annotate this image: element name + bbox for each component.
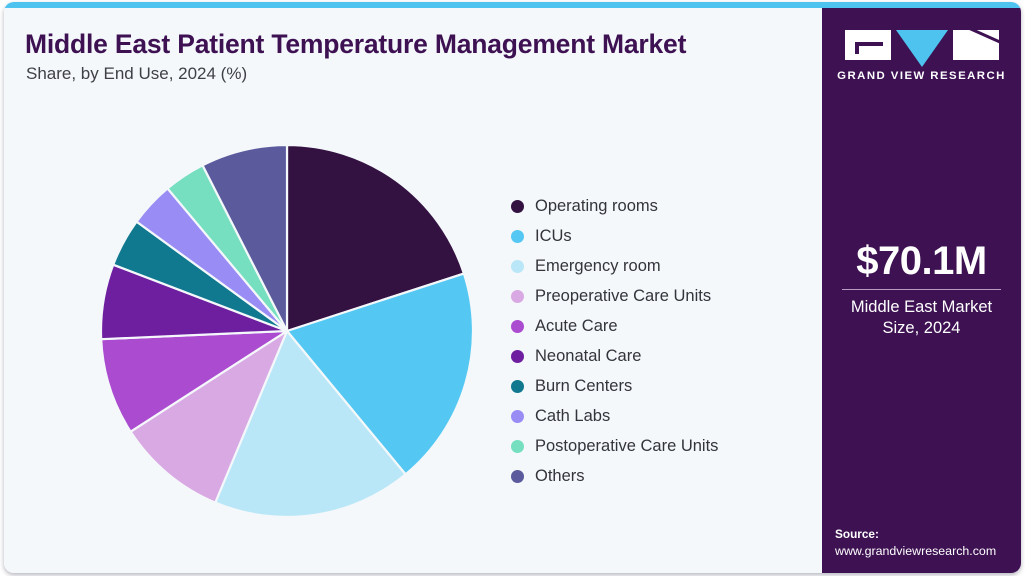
legend-swatch-icon [511, 409, 524, 423]
legend-item[interactable]: Operating rooms [511, 191, 811, 221]
legend-swatch-icon [511, 199, 524, 213]
pie-slice-group [100, 144, 474, 518]
logo-g-icon [844, 30, 891, 60]
stat-caption: Middle East Market Size, 2024 [822, 297, 1021, 339]
stat-caption-line-2: Size, 2024 [882, 319, 961, 338]
pie-chart [100, 144, 474, 518]
legend-swatch-icon [511, 379, 524, 393]
source-label: Source: [835, 526, 879, 541]
brand-sidebar: GRAND VIEW RESEARCH $70.1M Middle East M… [822, 8, 1021, 573]
pie-slice[interactable] [129, 329, 289, 504]
legend-swatch-icon [511, 259, 524, 273]
legend-item[interactable]: Postoperative Care Units [511, 431, 811, 461]
pie-slice[interactable] [100, 329, 289, 433]
logo-marks [822, 30, 1021, 67]
legend-item-label: Acute Care [535, 316, 618, 335]
legend-item[interactable]: ICUs [511, 221, 811, 251]
page-subtitle: Share, by End Use, 2024 (%) [26, 64, 248, 83]
legend-item[interactable]: Preoperative Care Units [511, 281, 811, 311]
legend-item[interactable]: Burn Centers [511, 371, 811, 401]
legend-item[interactable]: Neonatal Care [511, 341, 811, 371]
pie-slice[interactable] [285, 144, 465, 333]
pie-chart-svg [100, 144, 474, 518]
legend-swatch-icon [511, 289, 524, 303]
infographic-card: Middle East Patient Temperature Manageme… [4, 2, 1021, 573]
pie-slice[interactable] [285, 272, 474, 476]
legend-swatch-icon [511, 469, 524, 483]
legend-item[interactable]: Acute Care [511, 311, 811, 341]
legend-swatch-icon [511, 319, 524, 333]
legend-item-label: Postoperative Care Units [535, 436, 719, 455]
source-block: Source: www.grandviewresearch.com [835, 526, 1021, 559]
legend-item-label: Others [535, 466, 585, 485]
stat-value: $70.1M [856, 239, 987, 283]
legend-item-label: Neonatal Care [535, 346, 642, 365]
legend-item-label: Operating rooms [535, 196, 658, 215]
legend-item-label: Preoperative Care Units [535, 286, 712, 305]
pie-slice[interactable] [201, 144, 289, 333]
logo-wordmark: GRAND VIEW RESEARCH [837, 70, 1006, 82]
legend-item-label: ICUs [535, 226, 572, 245]
legend-swatch-icon [511, 349, 524, 363]
page-title: Middle East Patient Temperature Manageme… [25, 29, 687, 59]
legend-swatch-icon [511, 229, 524, 243]
legend-item[interactable]: Emergency room [511, 251, 811, 281]
brand-logo: GRAND VIEW RESEARCH [822, 30, 1021, 82]
logo-r-icon [952, 30, 999, 60]
legend-item-label: Cath Labs [535, 406, 611, 425]
logo-v-icon [895, 30, 948, 67]
legend-item-label: Burn Centers [535, 376, 633, 395]
pie-slice[interactable] [214, 329, 407, 518]
stat-caption-line-1: Middle East Market [850, 298, 993, 317]
stat-divider [842, 289, 1001, 291]
top-accent-bar [4, 2, 1021, 8]
legend-item[interactable]: Others [511, 461, 811, 491]
chart-content-area: Middle East Patient Temperature Manageme… [4, 8, 822, 573]
legend-item[interactable]: Cath Labs [511, 401, 811, 431]
source-url[interactable]: www.grandviewresearch.com [835, 543, 997, 558]
legend-item-label: Emergency room [535, 256, 661, 275]
market-size-stat: $70.1M Middle East Market Size, 2024 [822, 239, 1021, 339]
legend-swatch-icon [511, 439, 524, 453]
